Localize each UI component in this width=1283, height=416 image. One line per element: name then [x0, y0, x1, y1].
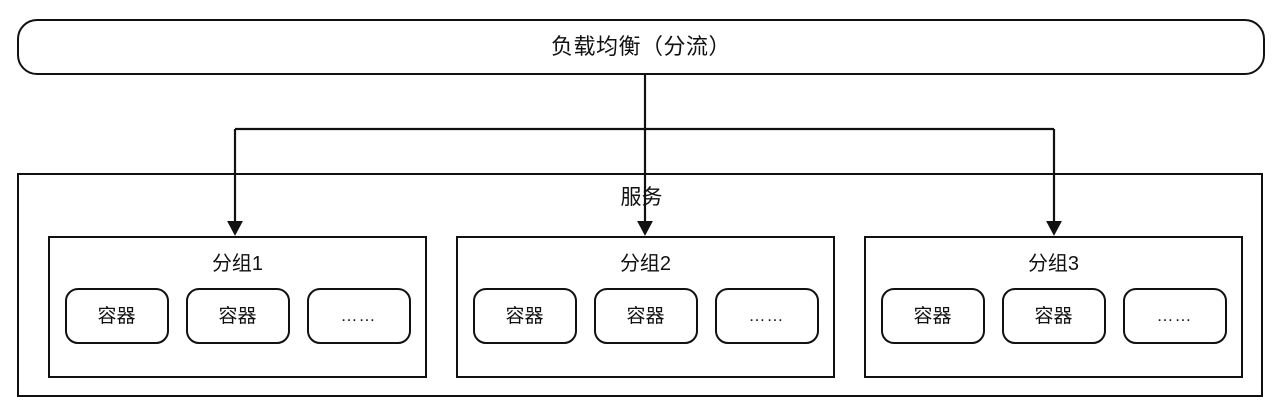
container-node-1-1[interactable]: 容器: [64, 288, 169, 344]
container-list-2: 容器 容器 ……: [458, 288, 833, 344]
group-node-1[interactable]: 分组1 容器 容器 ……: [48, 236, 427, 378]
service-label: 服务: [620, 186, 663, 209]
group-label-1: 分组1: [211, 253, 264, 275]
container-node-3-more[interactable]: ……: [1122, 288, 1227, 344]
group-list: 分组1 容器 容器 …… 分组2 容器 容器 …… 分组3 容器 容器 ……: [48, 236, 1243, 378]
group-label-2: 分组2: [619, 253, 672, 275]
group-node-2[interactable]: 分组2 容器 容器 ……: [456, 236, 835, 378]
container-node-2-2[interactable]: 容器: [593, 288, 698, 344]
group-node-3[interactable]: 分组3 容器 容器 ……: [864, 236, 1243, 378]
container-node-2-1[interactable]: 容器: [472, 288, 577, 344]
container-node-1-more[interactable]: ……: [306, 288, 411, 344]
container-node-1-2[interactable]: 容器: [185, 288, 290, 344]
load-balancer-node[interactable]: 负载均衡（分流）: [17, 19, 1265, 75]
container-node-3-2[interactable]: 容器: [1001, 288, 1106, 344]
load-balancer-label: 负载均衡（分流）: [550, 34, 731, 59]
container-node-2-more[interactable]: ……: [714, 288, 819, 344]
container-node-3-1[interactable]: 容器: [880, 288, 985, 344]
container-list-3: 容器 容器 ……: [866, 288, 1241, 344]
group-label-3: 分组3: [1027, 253, 1080, 275]
container-list-1: 容器 容器 ……: [50, 288, 425, 344]
service-node[interactable]: [17, 173, 1263, 397]
